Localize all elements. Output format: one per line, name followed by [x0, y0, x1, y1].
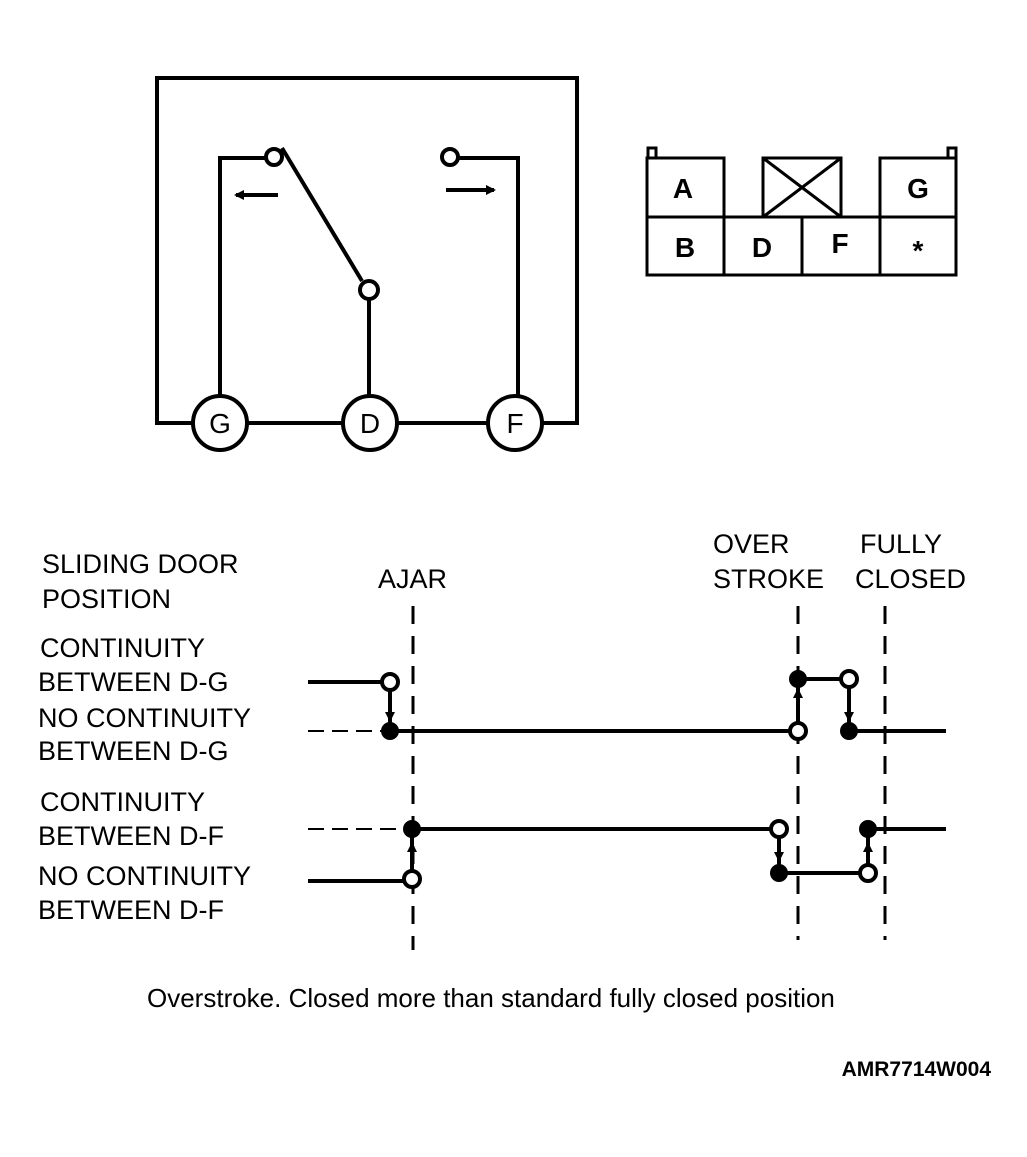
header-line-1: SLIDING DOOR: [42, 549, 239, 579]
dg-label-3: NO CONTINUITY: [38, 703, 251, 733]
wire-right-contact: [458, 156, 520, 396]
df-trace-nodes: [402, 819, 878, 889]
terminal-g-label: G: [209, 408, 231, 439]
df-label-4: BETWEEN D-F: [38, 895, 224, 925]
header-line-2: POSITION: [42, 584, 171, 614]
fully-closed-label-2: CLOSED: [855, 564, 966, 594]
figure-code: AMR7714W004: [842, 1058, 992, 1081]
terminal-g-circle: [191, 394, 249, 452]
dg-node-open-2: [788, 721, 808, 741]
dg-arrow-down-2: [844, 712, 854, 722]
df-node-solid-1: [403, 820, 421, 838]
ajar-label: AJAR: [378, 564, 447, 594]
terminal-d-label: D: [360, 408, 380, 439]
dg-label-4: BETWEEN D-G: [38, 736, 229, 766]
transition-arrows: [385, 688, 873, 862]
df-node-open-2: [769, 819, 789, 839]
dg-arrow-up: [793, 688, 803, 698]
dg-node-solid-3: [840, 722, 858, 740]
dg-label-1: CONTINUITY: [40, 633, 205, 663]
df-trace: [308, 827, 946, 883]
df-arrow-up-1: [407, 842, 417, 852]
pivot-contact: [358, 279, 380, 301]
right-contact: [440, 147, 460, 167]
df-label-1: CONTINUITY: [40, 787, 205, 817]
switch-housing: [155, 76, 579, 425]
wire-left-contact: [218, 156, 268, 396]
terminal-f-label: F: [506, 408, 523, 439]
cell-d-label: D: [752, 232, 772, 263]
dg-trace-nodes: [380, 669, 859, 741]
over-stroke-label-1: OVER: [713, 529, 790, 559]
connector-face: [645, 146, 958, 277]
cell-star-label: *: [913, 235, 924, 266]
df-node-solid-3: [859, 820, 877, 838]
caption: Overstroke. Closed more than standard fu…: [147, 983, 835, 1013]
dg-label-2: BETWEEN D-G: [38, 667, 229, 697]
df-arrow-up-2: [863, 842, 873, 852]
cell-star: [878, 215, 958, 277]
terminal-f-circle: [486, 394, 544, 452]
switch-blade: [280, 146, 364, 283]
dg-overstroke-pulse: [796, 677, 946, 733]
switch-schematic: [155, 76, 579, 452]
df-node-solid-2: [770, 864, 788, 882]
df-label-2: BETWEEN D-F: [38, 821, 224, 851]
dg-node-open-1: [380, 672, 400, 692]
dg-arrow-down-1: [385, 712, 395, 722]
position-markers: [411, 606, 887, 950]
df-node-open-1: [402, 869, 422, 889]
left-contact: [264, 147, 284, 167]
df-label-3: NO CONTINUITY: [38, 861, 251, 891]
df-trace-line: [308, 827, 946, 883]
baseline-stubs: [308, 730, 412, 830]
df-arrow-down: [774, 852, 784, 862]
dg-node-solid-2: [789, 670, 807, 688]
dg-trace-line: [308, 680, 797, 733]
cell-blocked-cross-2: [762, 156, 842, 219]
df-node-open-3: [858, 863, 878, 883]
cell-b-label: B: [675, 232, 695, 263]
dg-node-open-3: [839, 669, 859, 689]
cell-a-label: A: [673, 173, 693, 204]
fully-closed-label-1: FULLY: [860, 529, 942, 559]
cell-f-label: F: [831, 228, 848, 259]
terminal-d-circle: [341, 394, 399, 452]
over-stroke-label-2: STROKE: [713, 564, 824, 594]
dg-node-solid-1: [381, 722, 399, 740]
cell-g-label: G: [907, 173, 929, 204]
